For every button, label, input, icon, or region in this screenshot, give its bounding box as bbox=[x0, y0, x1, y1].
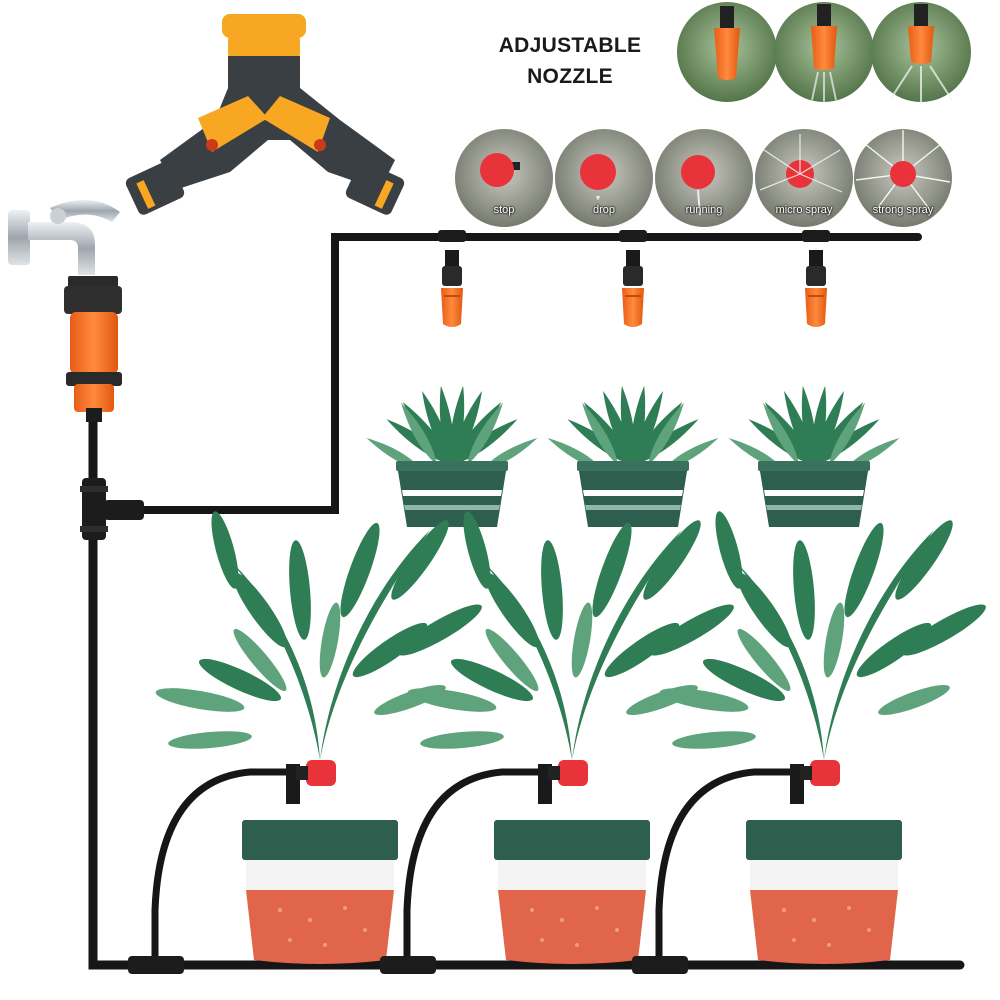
adjustable-nozzle-photo bbox=[871, 2, 971, 104]
adjustable-nozzle-photo bbox=[774, 2, 874, 102]
nozzle-mode-strong-spray bbox=[854, 129, 952, 227]
faucet-icon bbox=[8, 199, 120, 275]
nozzle-mode-running bbox=[655, 129, 753, 227]
adjustable-nozzle-heading: ADJUSTABLE NOZZLE bbox=[470, 30, 670, 92]
drip-branch bbox=[380, 760, 588, 974]
hose-connector-icon bbox=[64, 276, 122, 422]
mode-label-micro-spray: micro spray bbox=[775, 204, 833, 216]
drip-branch bbox=[632, 760, 840, 974]
mode-label-running: running bbox=[685, 204, 723, 216]
nozzle-mode-stop bbox=[455, 129, 553, 227]
mode-label-drop: drop bbox=[592, 204, 616, 216]
nozzle-icon bbox=[802, 230, 830, 328]
hanging-plant-icon bbox=[364, 385, 539, 527]
nozzle-icon bbox=[619, 230, 647, 328]
heading-line-1: ADJUSTABLE bbox=[498, 34, 642, 57]
nozzle-mode-micro-spray bbox=[755, 129, 853, 227]
hanging-plant-icon bbox=[545, 385, 720, 527]
drip-branch bbox=[128, 760, 336, 974]
adjustable-nozzle-photo bbox=[677, 2, 777, 102]
nozzle-icon bbox=[438, 230, 466, 328]
tee-connector-icon bbox=[80, 478, 144, 540]
mode-label-stop: stop bbox=[493, 204, 515, 216]
hanging-plant-icon bbox=[726, 385, 901, 527]
nozzle-mode-drop bbox=[555, 129, 653, 227]
potted-plant-icon bbox=[658, 509, 991, 964]
mode-label-strong-spray: strong spray bbox=[872, 204, 934, 216]
y-splitter-icon bbox=[125, 14, 405, 215]
heading-line-2: NOZZLE bbox=[527, 65, 613, 88]
